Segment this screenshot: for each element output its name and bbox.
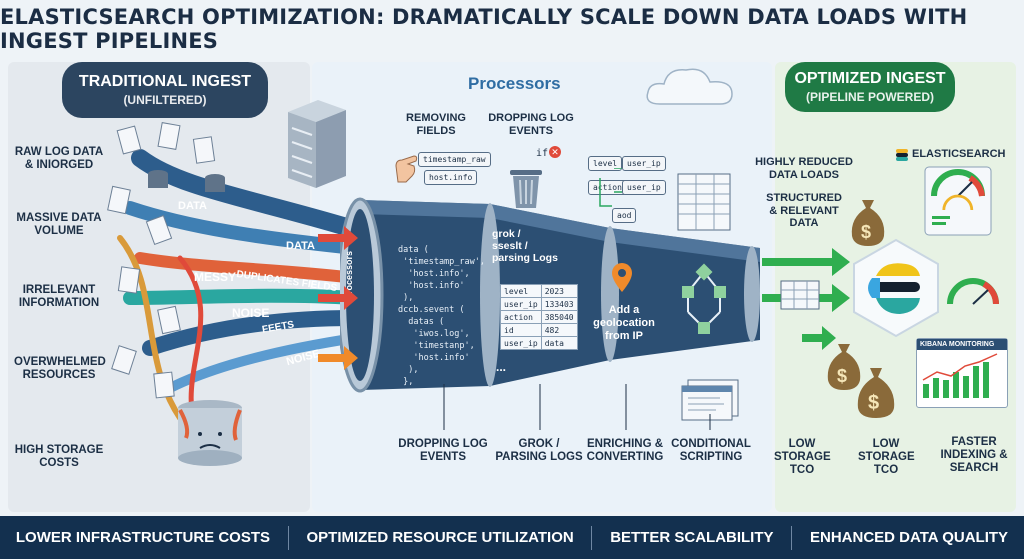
stream-word-messy: MESSY <box>194 270 237 284</box>
kibana-monitoring-card: KIBANA MONITORING <box>916 338 1008 408</box>
page-title: ELASTICSEARCH OPTIMIZATION: DRAMATICALLY… <box>0 5 968 53</box>
arrows-into-pipeline <box>318 220 362 380</box>
label-structured-relevant: STRUCTURED & RELEVANT DATA <box>766 192 842 230</box>
cloud-icon <box>640 62 740 112</box>
enrich-tag-user-ip-2: user_ip <box>622 180 666 195</box>
money-bag-icon-3 <box>852 364 900 420</box>
elasticsearch-brand-icon <box>896 148 908 161</box>
enrich-tag-level: level <box>588 156 623 171</box>
table-cell: user_ip <box>500 336 542 350</box>
optimized-ingest-heading: OPTIMIZED INGEST (PIPELINE POWERED) <box>785 62 955 112</box>
traditional-ingest-panel <box>8 62 310 512</box>
label-highly-reduced: HIGHLY REDUCED DATA LOADS <box>755 156 853 181</box>
benefit-enhanced-data-quality: ENHANCED DATA QUALITY <box>810 529 1009 546</box>
hand-icon <box>392 148 422 184</box>
label-grok-parsing-logs: GROK / PARSING LOGS <box>495 438 583 464</box>
table-cell: 2023 <box>540 284 578 298</box>
table-cell: level <box>500 284 542 298</box>
grok-heading: grok / sseslt / parsing Logs <box>492 228 558 264</box>
script-window-icon <box>680 378 740 422</box>
gauge-3 <box>944 276 1002 308</box>
optimized-ingest-title: OPTIMIZED INGEST <box>794 70 946 87</box>
processors-heading: Processors <box>468 74 561 93</box>
table-cell: 482 <box>540 323 578 337</box>
field-tag-timestamp-raw: timestamp_raw <box>418 152 491 167</box>
benefits-bar: LOWER INFRASTRUCTURE COSTS OPTIMIZED RES… <box>0 516 1024 559</box>
leader-lines <box>430 384 730 434</box>
traditional-ingest-title: TRADITIONAL INGEST <box>78 73 252 90</box>
table-cell: id <box>500 323 542 337</box>
label-removing-fields: REMOVING FIELDS <box>406 112 466 137</box>
benefit-better-scalability: BETTER SCALABILITY <box>610 529 774 546</box>
label-raw-log-data: RAW LOG DATA & INIORGED <box>14 146 104 172</box>
label-enriching-converting: ENRICHING & CONVERTING <box>586 438 664 464</box>
label-low-storage-tco-2: LOW STORAGE TCO <box>858 438 915 477</box>
enrich-connectors <box>594 167 654 212</box>
location-pin-icon <box>610 262 634 294</box>
benefit-lower-infrastructure-costs: LOWER INFRASTRUCTURE COSTS <box>15 529 271 546</box>
enrich-tag-aod: aod <box>612 208 637 223</box>
trash-can-icon <box>506 164 546 210</box>
if-label: if <box>536 148 549 159</box>
field-tag-host-info: host.info <box>424 170 478 185</box>
traditional-ingest-subtitle: (UNFILTERED) <box>123 93 207 107</box>
money-symbol-3: $ <box>868 392 880 414</box>
enrich-tag-user-ip: user_ip <box>622 156 666 171</box>
elasticsearch-brand-label: ELASTICSEARCH <box>912 148 1006 160</box>
pipeline-code-snippet: data ( 'timestamp_raw', 'host.info', 'ho… <box>398 245 485 387</box>
kibana-monitoring-title: KIBANA MONITORING <box>917 339 1007 350</box>
traditional-ingest-heading: TRADITIONAL INGEST (UNFILTERED) <box>62 62 268 118</box>
label-conditional-scripting: CONDITIONAL SCRIPTING <box>671 438 751 464</box>
divider <box>287 525 289 550</box>
table-cell: data <box>540 336 578 350</box>
gauge-card-1 <box>924 166 992 236</box>
optimized-ingest-subtitle: (PIPELINE POWERED) <box>805 90 934 104</box>
table-cell: 385040 <box>540 310 578 324</box>
structured-table-icon <box>676 172 732 232</box>
stream-word-data-2: DATA <box>286 240 315 252</box>
table-cell: user_ip <box>500 297 542 311</box>
label-dropping-log-events: DROPPING LOG EVENTS <box>398 438 488 464</box>
label-faster-indexing-search: FASTER INDEXING & SEARCH <box>940 436 1008 475</box>
conditional-tree-icon <box>676 262 732 342</box>
geolocation-label: Add a geolocation from IP <box>593 304 655 342</box>
label-dropping-log-events-top: DROPPING LOG EVENTS <box>488 112 574 137</box>
divider <box>591 525 593 550</box>
output-table-icon <box>780 280 820 310</box>
table-cell: action <box>500 310 542 324</box>
stream-word-noise-1: NOISE <box>232 306 270 320</box>
label-irrelevant-information: IRRELEVANT INFORMATION <box>18 284 100 310</box>
money-symbol-2: $ <box>837 366 848 386</box>
money-bag-icon-1 <box>846 196 890 248</box>
messy-data-stream-illustration <box>100 118 370 513</box>
grok-ellipsis: ... <box>496 360 507 374</box>
elasticsearch-logo <box>850 238 942 338</box>
money-symbol-1: $ <box>861 222 872 242</box>
table-cell: 133403 <box>540 297 578 311</box>
label-massive-data-volume: MASSIVE DATA VOLUME <box>16 212 102 238</box>
label-high-storage-costs: HIGH STORAGE COSTS <box>14 444 104 470</box>
label-overwhelmed-resources: OVERWHELMED RESOURCES <box>14 356 106 382</box>
server-rack-icon <box>278 92 348 192</box>
label-low-storage-tco-1: LOW STORAGE TCO <box>774 438 831 477</box>
divider <box>791 525 793 550</box>
drop-x-icon: ✕ <box>549 146 561 158</box>
stream-word-data-1: DATA <box>178 200 207 212</box>
money-bag-icon-2 <box>822 340 866 392</box>
benefit-optimized-resource-utilization: OPTIMIZED RESOURCE UTILIZATION <box>306 529 574 546</box>
